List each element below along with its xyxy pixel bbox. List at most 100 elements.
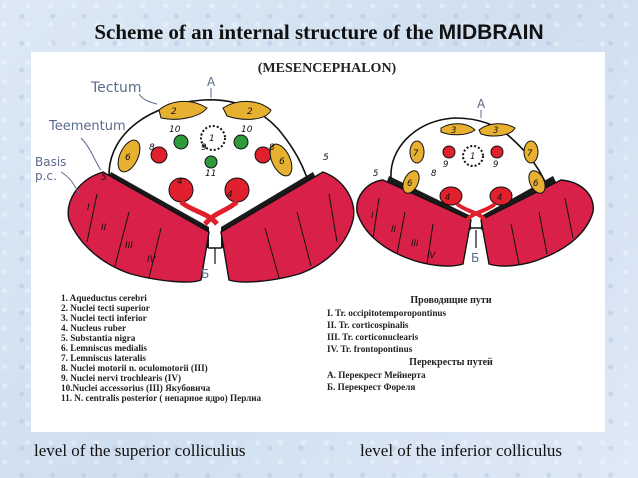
right-num-7a: 7 [413,149,419,159]
right-marker-B: Б [471,251,479,265]
left-num-6b: 6 [279,157,285,167]
left-aqueductus-cerebri [200,125,226,151]
left-nucleus-accessorius-r [233,134,249,150]
label-basis-pc: p.c. [35,169,57,183]
right-aqueductus-cerebri [462,145,484,167]
right-lemniscus-medialis-r [528,170,546,194]
left-num-11: 11 [205,169,216,179]
left-num-5a: 5 [101,173,107,183]
right-marker-A: A [477,97,486,111]
right-nucleus-ruber-r [489,186,513,206]
left-marker-B: Б [201,267,209,281]
legend-item-4: 4. Nucleus ruber [61,323,126,333]
right-nucleus-ruber-l [439,186,463,206]
right-num-9a: 9 [443,160,448,170]
legend-item-3: 3. Nuclei tecti inferior [61,313,147,323]
legend-item-11: 11. N. centralis posterior ( непарное яд… [61,393,262,403]
right-num-6b: 6 [533,179,539,189]
left-nuclei-tecti-superior-r [222,101,272,120]
subtitle: (MESENCEPHALON) [258,61,397,76]
title-accent: MIDBRAIN [438,21,544,44]
right-lemniscus-lateralis-r [523,140,539,164]
pathway-item-4: IV. Tr. frontopontinus [327,344,413,354]
left-num-9: 9 [201,143,207,153]
right-nuclei-tecti-inferior-l [440,123,476,136]
right-num-IV: IV [427,251,437,261]
legend-pathways-heading: Проводящие пути [410,295,491,306]
legend-item-10: 10.Nuclei accessorius (III) Якубовича [61,383,211,393]
pathway-item-1: I. Tr. occipitotemporopontinus [327,308,447,318]
left-num-IV: IV [147,255,157,265]
left-num-4b: 4 [227,190,233,200]
right-lemniscus-medialis-l [402,170,420,194]
right-crus-cerebri-l [356,179,472,267]
legend-item-9: 9. Nuclei nervi trochlearis (IV) [61,373,181,383]
left-nucleus-oculomotor-l [150,146,168,164]
left-num-8a: 8 [149,143,155,153]
right-num-III: III [411,239,419,249]
superior-colliculus-section: 2 2 1 10 10 9 8 8 6 6 11 4 4 5 5 I II II… [35,75,355,283]
left-num-5b: 5 [323,153,329,163]
legend-nuclei: 1. Aqueductus cerebri 2. Nuclei tecti su… [61,293,262,403]
left-num-8b: 8 [269,143,275,153]
right-nucleus-trochlear-r [490,145,504,159]
right-nuclei-tecti-inferior-r [478,123,516,137]
left-num-10a: 10 [169,125,181,135]
left-lemniscus-medialis-r [269,143,293,177]
legend-pathways: Проводящие пути I. Tr. occipitotemporopo… [327,295,493,392]
right-num-1: 1 [470,152,475,162]
right-num-4b: 4 [497,193,502,203]
legend-decussation-heading: Перекресты путей [409,357,493,368]
left-num-2b: 2 [247,107,253,117]
legend-item-8: 8. Nuclei motorii n. oculomotorii (III) [61,363,208,373]
inferior-colliculus-section: 3 3 1 9 9 7 7 6 6 8 4 4 5 I II III IV A … [356,97,594,267]
right-num-4a: 4 [445,193,450,203]
decussation-item-A: А. Перекрест Мейнерта [327,370,426,380]
left-num-10b: 10 [241,125,253,135]
right-num-3a: 3 [451,126,456,136]
right-num-6a: 6 [407,179,413,189]
left-num-2a: 2 [171,107,177,117]
left-marker-A: A [207,75,216,89]
title-main: Scheme of an internal structure of the [94,20,439,44]
left-num-III: III [125,241,133,251]
right-lemniscus-lateralis-l [409,140,425,164]
legend-item-1: 1. Aqueductus cerebri [61,293,147,303]
pathway-item-2: II. Tr. corticospinalis [327,320,409,330]
right-num-8: 8 [431,169,437,179]
legend-item-6: 6. Lemniscus medialis [61,343,147,353]
left-nucleus-centralis-posterior [204,155,218,169]
slide-title: Scheme of an internal structure of the M… [0,20,638,45]
label-basis: Basis [35,155,66,169]
right-num-5: 5 [373,169,378,179]
left-num-II: II [101,223,107,233]
label-tectum: Tectum [90,80,141,96]
left-lemniscus-medialis-l [117,139,141,173]
label-tegmentum: Teementum [48,119,126,134]
right-num-7b: 7 [527,149,533,159]
midbrain-scheme-svg: (MESENCEPHALON) [35,61,594,403]
right-forel-decussation [455,202,497,222]
right-nucleus-trochlear-l [442,145,456,159]
right-num-9b: 9 [493,160,498,170]
pathway-item-3: III. Tr. corticonuclearis [327,332,419,342]
legend-item-7: 7. Lemniscus lateralis [61,353,146,363]
left-forel-decussation [179,200,239,226]
left-crus-cerebri-l [67,171,210,283]
diagram-panel: (MESENCEPHALON) [31,52,605,432]
left-num-I: I [87,203,90,213]
left-num-6a: 6 [125,153,131,163]
left-nuclei-tecti-superior-l [158,101,208,120]
decussation-item-B: Б. Перекрест Фореля [327,382,415,392]
left-num-4a: 4 [177,177,183,187]
left-num-1: 1 [209,134,215,144]
right-num-I: I [371,211,374,221]
legend-item-2: 2. Nuclei tecti superior [61,303,150,313]
right-num-II: II [391,225,397,235]
right-num-3b: 3 [493,126,498,136]
right-crus-cerebri-r [480,179,594,267]
legend-item-5: 5. Substantia nigra [61,333,136,343]
caption-superior: level of the superior colliculius [34,441,246,460]
caption-inferior: level of the inferior colliculus [360,441,563,460]
left-crus-cerebri-r [220,171,355,283]
